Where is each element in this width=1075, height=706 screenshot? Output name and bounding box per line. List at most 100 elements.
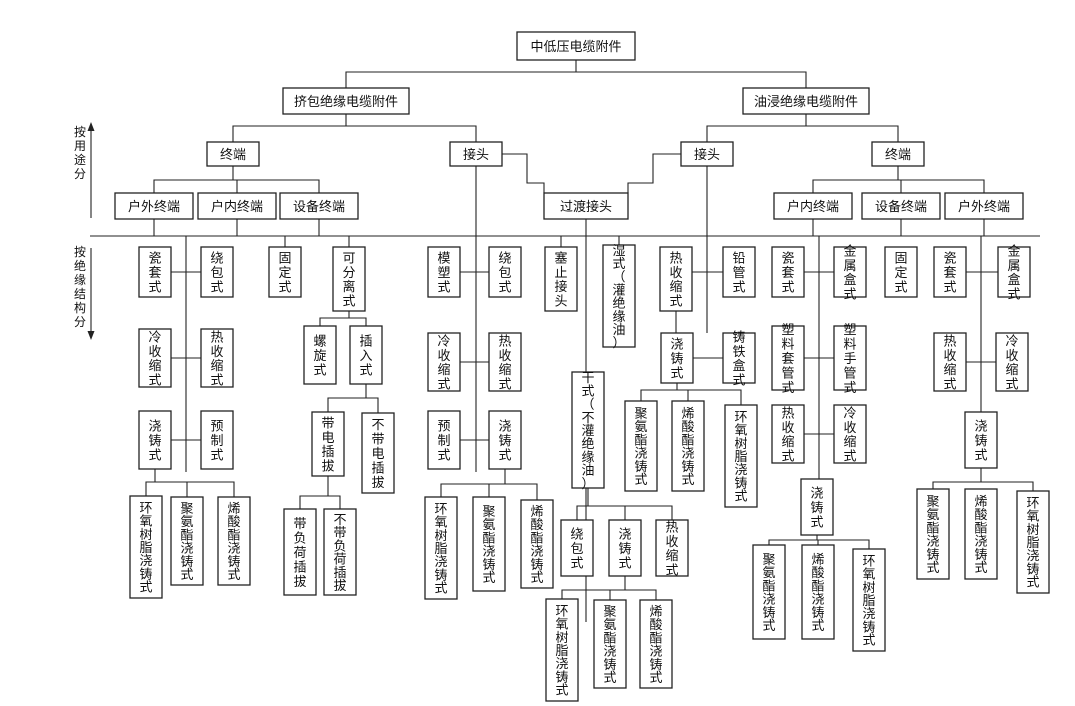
node-label: 热收缩式: [669, 251, 682, 309]
node-c-epoxy: 环氧树脂浇铸式: [424, 496, 458, 600]
node-label: 浇铸式: [618, 528, 631, 572]
node-box: [323, 508, 357, 596]
node-box: [884, 246, 918, 298]
node-label: 终端: [220, 147, 246, 163]
node-label: 烯酸酯浇铸式: [649, 605, 662, 686]
node-root: 中低压电缆附件: [516, 31, 636, 61]
node-box: [217, 496, 251, 586]
node-a-pre: 预制式: [200, 410, 234, 470]
node-box: [488, 246, 522, 298]
connector-line: [627, 153, 681, 193]
node-box: [771, 325, 805, 391]
node-box: [206, 141, 260, 167]
connector-line: [232, 114, 347, 142]
node-label: 热收缩式: [498, 334, 511, 392]
node-oil-joint: 接头: [680, 141, 734, 167]
node-d-wrap: 绕包式: [560, 519, 594, 577]
node-ex-equip: 设备终端: [279, 192, 359, 220]
node-label: 环氧树脂浇铸式: [555, 604, 568, 698]
node-label: 聚氨酯浇铸式: [603, 605, 616, 686]
node-box: [170, 496, 204, 586]
node-label: 中低压电缆附件: [530, 39, 621, 55]
node-box: [516, 31, 636, 61]
node-label: 瓷套式: [148, 252, 161, 296]
node-box: [349, 325, 383, 385]
node-box: [671, 400, 705, 492]
node-box: [544, 246, 578, 312]
node-a-acryl: 烯酸酯浇铸式: [217, 496, 251, 586]
node-box: [722, 246, 756, 298]
node-box: [268, 246, 302, 298]
node-e-pu: 聚氨酯浇铸式: [624, 400, 658, 492]
node-label: 聚氨酯浇铸式: [180, 502, 193, 583]
node-box: [800, 478, 834, 536]
node-label: 聚氨酯浇铸式: [634, 407, 647, 488]
node-box: [997, 246, 1031, 298]
node-label: 户外终端: [958, 199, 1010, 215]
node-h-acryl: 烯酸酯浇铸式: [964, 488, 998, 580]
node-box: [655, 519, 689, 577]
node-label: 环氧树脂浇铸式: [434, 502, 447, 596]
node-c-wrap: 绕包式: [488, 246, 522, 298]
node-f-heat: 热收缩式: [771, 404, 805, 465]
node-g-fixed: 固定式: [884, 246, 918, 298]
node-box: [608, 519, 642, 577]
node-box: [560, 519, 594, 577]
node-box: [283, 508, 317, 596]
node-h-porcelain: 瓷套式: [933, 246, 967, 298]
node-a-epoxy: 环氧树脂浇铸式: [129, 495, 163, 599]
node-f-acryl: 烯酸酯浇铸式: [801, 544, 835, 640]
node-label: 接头: [463, 147, 489, 163]
node-e-heat: 热收缩式: [659, 246, 693, 312]
node-box: [279, 192, 359, 220]
node-box: [424, 496, 458, 600]
node-label: 烯酸酯浇铸式: [227, 502, 240, 583]
node-box: [488, 332, 522, 392]
svg-text:分: 分: [74, 315, 86, 329]
node-box: [833, 246, 867, 298]
connector-line: [812, 166, 899, 193]
node-box: [200, 410, 234, 470]
connector-line: [576, 71, 807, 88]
connector-line: [328, 495, 341, 509]
node-b-fixed: 固定式: [268, 246, 302, 298]
node-b-sep: 可分离式: [332, 246, 366, 312]
node-h-cast: 浇铸式: [964, 411, 998, 469]
node-box: [543, 192, 629, 220]
svg-text:结: 结: [74, 287, 86, 301]
connector-line: [932, 468, 982, 489]
node-c-pre: 预制式: [427, 410, 461, 470]
svg-text:分: 分: [74, 167, 86, 181]
node-box: [488, 410, 522, 470]
connector-line: [346, 125, 477, 142]
node-box: [724, 404, 758, 508]
node-label: 绕包式: [570, 528, 583, 572]
connector-line: [640, 383, 678, 401]
node-label: 浇铸式: [810, 487, 823, 531]
node-oil-indoor: 户内终端: [773, 192, 853, 220]
up-arrow-head: [87, 122, 95, 131]
node-box: [933, 246, 967, 298]
node-label: 环氧树脂浇铸式: [862, 554, 875, 648]
connector-line: [505, 483, 538, 500]
node-f-pu: 聚氨酯浇铸式: [752, 544, 786, 640]
node-d-cast: 浇铸式: [608, 519, 642, 577]
node-box: [197, 192, 277, 220]
node-box: [742, 87, 870, 115]
node-box: [602, 244, 636, 348]
node-box: [861, 192, 941, 220]
node-label: 螺旋式: [313, 335, 326, 379]
node-box: [771, 404, 805, 464]
node-box: [773, 192, 853, 220]
node-label: 浇铸式: [670, 338, 683, 382]
node-f-cast: 浇铸式: [800, 478, 834, 536]
node-label: 固定式: [894, 252, 907, 296]
node-label: 环氧树脂浇铸式: [1026, 496, 1039, 590]
node-c-heat: 热收缩式: [488, 332, 522, 393]
node-label: 不带负荷插拔: [333, 513, 346, 594]
node-label: 插入式: [359, 335, 372, 379]
connector-line: [817, 539, 870, 549]
node-label: 挤包绝缘电缆附件: [294, 94, 398, 110]
node-c-cast: 浇铸式: [488, 410, 522, 470]
